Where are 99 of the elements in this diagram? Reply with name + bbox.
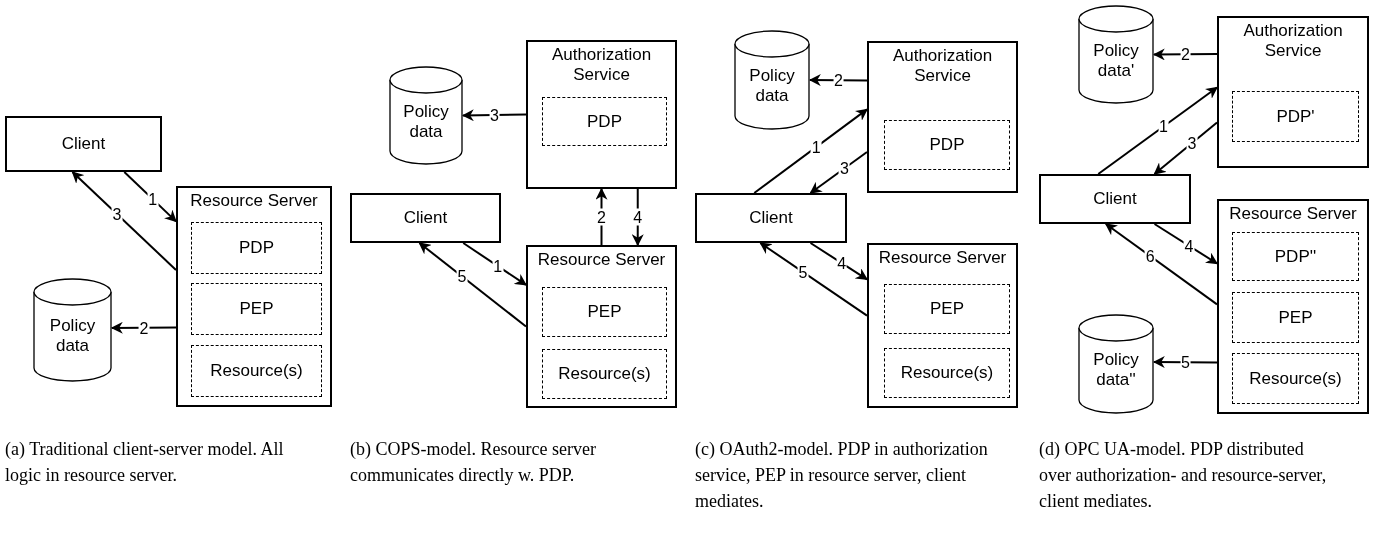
caption: (a) Traditional client-server model. All logic in resource server.: [5, 438, 285, 487]
node-label: Policy data': [1092, 40, 1140, 81]
node-label: Authorization Service: [1242, 21, 1344, 61]
node-label: PEP: [930, 299, 964, 319]
arrow: [110, 321, 177, 334]
edge-label: 2: [138, 319, 150, 337]
node-label: Resource(s): [900, 363, 994, 383]
caption: (b) COPS-model. Resource server communicates directly w. PDP.: [350, 438, 597, 487]
node-label: Authorization Service: [891, 46, 994, 86]
arrow: [1097, 86, 1218, 175]
node-label: Resource Server: [537, 250, 666, 270]
edge-label: 1: [147, 190, 159, 208]
server-box: [526, 40, 677, 189]
component-box: [542, 349, 667, 399]
node-label: PDP': [1276, 106, 1315, 127]
arrow: [759, 242, 868, 317]
component-box: [884, 120, 1010, 170]
edge-label: 6: [1144, 247, 1156, 265]
node-label: PEP: [1278, 307, 1313, 328]
component-box: [884, 348, 1010, 398]
node-label: PEP: [587, 302, 622, 322]
component-box: [1232, 292, 1359, 343]
node-label: Resource Server: [1229, 204, 1357, 224]
node-label: PDP: [587, 111, 622, 132]
edge-label: 3: [1186, 134, 1198, 152]
arrow: [418, 242, 527, 328]
edge-label: 1: [1158, 117, 1169, 135]
node-label: Client: [403, 208, 448, 228]
component-box: [542, 287, 667, 337]
node-label: Resource Server: [190, 191, 318, 211]
server-box: [176, 186, 332, 407]
node-label: Resource(s): [1249, 368, 1342, 389]
caption: (d) OPC UA-model. PDP distributed over authorization- and resource-server, client mediates.: [1039, 438, 1328, 513]
component-box: [1232, 232, 1359, 281]
arrow: [753, 108, 868, 194]
arrow: [1152, 48, 1218, 61]
arrow: [1153, 223, 1218, 265]
edge-label: 2: [596, 208, 607, 226]
arrow: [1153, 121, 1218, 175]
node-label: Client: [61, 134, 106, 154]
edge-label: 1: [492, 257, 504, 275]
node-label: PDP: [929, 135, 965, 155]
server-box: [1039, 174, 1191, 224]
arrow: [461, 109, 527, 122]
node-label: Policy data: [48, 316, 97, 356]
node-label: Policy data: [748, 66, 796, 106]
component-box: [542, 97, 667, 146]
server-box: [526, 245, 677, 408]
component-box: [884, 284, 1010, 334]
component-box: [1232, 353, 1359, 404]
arrow: [1152, 356, 1218, 369]
component-box: [191, 283, 322, 335]
server-box: [867, 41, 1018, 193]
edge-label: 4: [632, 208, 644, 226]
node-label: PDP'': [1274, 246, 1317, 267]
node-label: Resource(s): [210, 361, 303, 381]
node-label: Policy data: [402, 101, 450, 142]
server-box: [350, 193, 501, 243]
server-box: [1217, 16, 1369, 168]
database-cylinder: [389, 66, 463, 165]
edge-label: 3: [489, 106, 500, 124]
edge-label: 4: [1183, 237, 1195, 255]
server-box: [867, 243, 1018, 408]
node-label: PEP: [239, 299, 274, 319]
server-box: [5, 116, 162, 172]
arrow: [631, 188, 644, 247]
edge-label: 3: [838, 159, 850, 177]
arrow: [1104, 223, 1218, 306]
arrow: [809, 242, 868, 281]
edge-label: 4: [836, 254, 848, 272]
node-label: Resource(s): [558, 364, 651, 384]
arrow: [809, 150, 868, 194]
component-box: [191, 222, 322, 274]
node-label: Client: [1093, 189, 1137, 209]
component-box: [191, 345, 322, 397]
edge-label: 3: [111, 205, 123, 223]
edge-label: 5: [1180, 353, 1191, 371]
node-label: PDP: [239, 238, 274, 258]
database-cylinder: [33, 278, 112, 382]
node-label: Client: [749, 208, 793, 228]
node-label: Authorization Service: [550, 45, 653, 85]
edge-label: 2: [833, 71, 844, 89]
caption: (c) OAuth2-model. PDP in authorization service, PEP in resource server, client mediates.: [695, 438, 989, 513]
component-box: [1232, 91, 1359, 142]
arrow: [123, 171, 177, 223]
node-label: Resource Server: [878, 248, 1007, 268]
edge-label: 5: [797, 263, 809, 281]
server-box: [1217, 199, 1369, 414]
edge-label: 2: [1180, 45, 1191, 63]
edge-label: 5: [456, 267, 468, 285]
server-box: [695, 193, 847, 243]
database-cylinder: [1078, 314, 1154, 414]
database-cylinder: [734, 30, 810, 130]
arrow: [71, 171, 177, 271]
database-cylinder: [1078, 5, 1154, 104]
edge-label: 1: [810, 138, 822, 156]
node-label: Policy data'': [1092, 350, 1140, 390]
arrow: [808, 74, 868, 87]
arrow: [462, 242, 527, 286]
